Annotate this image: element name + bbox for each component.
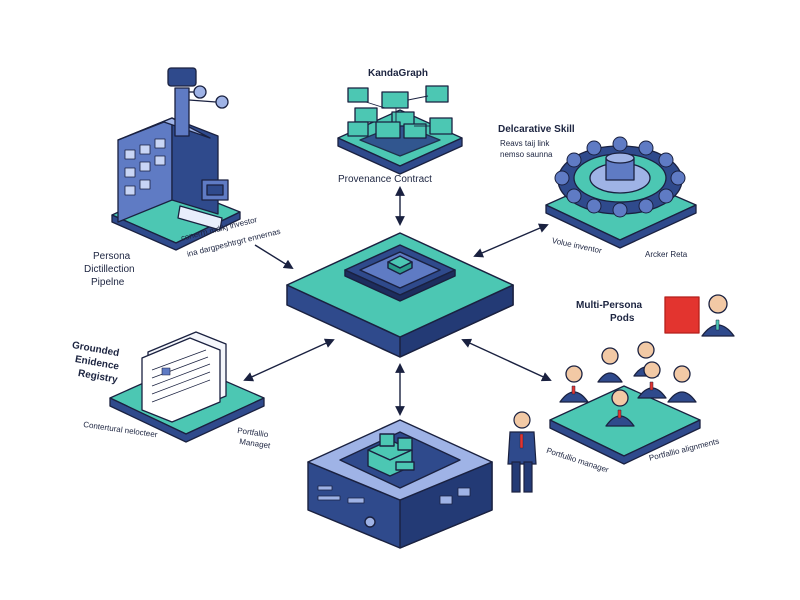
label-kandagraph: KandaGraph: [368, 68, 429, 79]
label-anchor-data: Arcker Reta: [645, 250, 688, 259]
portfolio-manager-figure: [507, 411, 537, 493]
arrow-pipeline-hub: [254, 244, 294, 270]
label-declarative-line3: nemso saunna: [500, 150, 553, 159]
label-multi-persona: Multi-Persona: [576, 300, 643, 311]
label-distillation: Dictillection: [84, 264, 135, 275]
label-persona: Persona: [93, 251, 131, 262]
arrow-pods-hub: [461, 338, 552, 382]
person-icons: [559, 341, 697, 427]
label-declarative-skill: Delcarative Skill: [498, 124, 575, 135]
persona-pipeline-node: [111, 67, 241, 251]
label-declarative-line2: Reavs taij link: [500, 139, 550, 148]
multi-persona-pods-node: [549, 294, 735, 465]
central-hub: [286, 232, 514, 358]
red-card: [664, 296, 700, 334]
avatar-icon: [708, 294, 728, 314]
evidence-registry-node: [109, 331, 265, 443]
arrow-registry-hub: [243, 338, 335, 382]
declarative-skill-node: [545, 136, 697, 249]
portfolio-server-node: [307, 419, 493, 549]
label-pipeline: Pipelne: [91, 277, 125, 288]
connector-arrows: [243, 186, 552, 416]
kandagraph-node: [337, 85, 463, 175]
arrow-skill-hub: [473, 223, 549, 258]
label-provenance-contract: Provenance Contract: [338, 174, 432, 185]
label-pods: Pods: [610, 313, 635, 324]
